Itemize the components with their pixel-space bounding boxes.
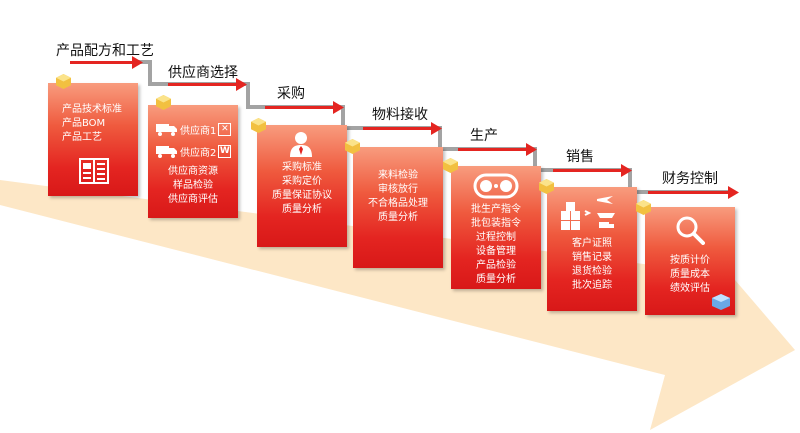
step-6-card: 客户证照 销售记录 退货检验 批次追踪: [547, 187, 637, 311]
step-3-item: 采购定价: [282, 176, 322, 187]
step-2-items: 供应商资源 样品检验 供应商评估: [148, 165, 238, 207]
truck-icon: [156, 123, 177, 136]
step-7-item: 绩效评估: [670, 283, 710, 294]
step-4-title: 物料接收: [372, 107, 428, 123]
supplier-1-label: 供应商1: [180, 125, 217, 137]
step-1-item: 产品技术标准: [62, 104, 122, 115]
logistics-icon: [561, 196, 615, 230]
cube-icon: [539, 179, 554, 194]
step-7-item: 按质计价: [670, 255, 710, 266]
step-5-item: 设备管理: [476, 246, 516, 257]
step-2-title: 供应商选择: [168, 65, 238, 81]
step-2-card: 供应商1 ✕ 供应商2 W 供应商资源 样品检验 供应商评估: [148, 105, 238, 218]
step-4-card: 来料检验 审核放行 不合格品处理 质量分析: [353, 147, 443, 268]
step-5-item: 过程控制: [476, 232, 516, 243]
step-1-item: 产品工艺: [62, 132, 102, 143]
step-5-item: 批包装指令: [471, 218, 521, 229]
step-3-item: 质量保证协议: [272, 190, 332, 201]
step-6-item: 批次追踪: [572, 280, 612, 291]
step-7-items: 按质计价 质量成本 绩效评估: [645, 254, 735, 296]
step-1-title: 产品配方和工艺: [56, 43, 154, 59]
cube-icon: [636, 200, 651, 215]
step-6-title: 销售: [566, 149, 594, 165]
step-4-item: 质量分析: [378, 212, 418, 223]
step-6-item: 退货检验: [572, 266, 612, 277]
person-icon: [290, 132, 312, 157]
step-5-item: 产品检验: [476, 260, 516, 271]
document-icon: [79, 158, 109, 184]
step-2-item: 供应商评估: [168, 194, 218, 205]
supplier-2-approve-icon: W: [218, 144, 232, 158]
big-arrow-band: [0, 180, 795, 430]
step-6-item: 销售记录: [572, 252, 612, 263]
step-4-item: 不合格品处理: [368, 198, 428, 209]
step-5-item: 质量分析: [476, 274, 516, 285]
step-5-items: 批生产指令 批包装指令 过程控制 设备管理 产品检验 质量分析: [451, 203, 541, 287]
red-arrows: [70, 56, 739, 199]
step-5-card: 批生产指令 批包装指令 过程控制 设备管理 产品检验 质量分析: [451, 166, 541, 289]
step-7-item: 质量成本: [670, 269, 710, 280]
step-6-items: 客户证照 销售记录 退货检验 批次追踪: [547, 237, 637, 293]
step-5-item: 批生产指令: [471, 204, 521, 215]
step-3-item: 采购标准: [282, 162, 322, 173]
step-4-items: 来料检验 审核放行 不合格品处理 质量分析: [353, 169, 443, 225]
cube-icon: [345, 139, 360, 154]
step-3-items: 采购标准 采购定价 质量保证协议 质量分析: [257, 161, 347, 217]
cube-icon: [443, 158, 458, 173]
magnifier-icon: [676, 216, 705, 245]
step-1-item: 产品BOM: [62, 118, 106, 129]
cube-icon: [56, 74, 71, 89]
cube-icon: [156, 95, 171, 110]
step-3-item: 质量分析: [282, 204, 322, 215]
step-5-title: 生产: [470, 128, 498, 144]
step-4-item: 审核放行: [378, 184, 418, 195]
conveyor-icon: [473, 173, 519, 199]
step-1-items: 产品技术标准 产品BOM 产品工艺: [48, 103, 138, 145]
step-2-item: 样品检验: [173, 180, 213, 191]
step-7-title: 财务控制: [662, 171, 718, 187]
gem-icon: [712, 294, 730, 310]
step-2-item: 供应商资源: [168, 166, 218, 177]
step-1-card: 产品技术标准 产品BOM 产品工艺: [48, 83, 138, 196]
cube-icon: [251, 118, 266, 133]
supplier-2-label: 供应商2: [180, 147, 217, 159]
step-4-item: 来料检验: [378, 170, 418, 181]
step-6-item: 客户证照: [572, 238, 612, 249]
supplier-2-row: 供应商2 W: [156, 143, 232, 159]
step-3-card: 采购标准 采购定价 质量保证协议 质量分析: [257, 125, 347, 247]
truck-icon: [156, 145, 177, 158]
supplier-1-row: 供应商1 ✕: [156, 121, 232, 137]
step-3-title: 采购: [277, 86, 305, 102]
supplier-1-reject-icon: ✕: [218, 122, 232, 136]
